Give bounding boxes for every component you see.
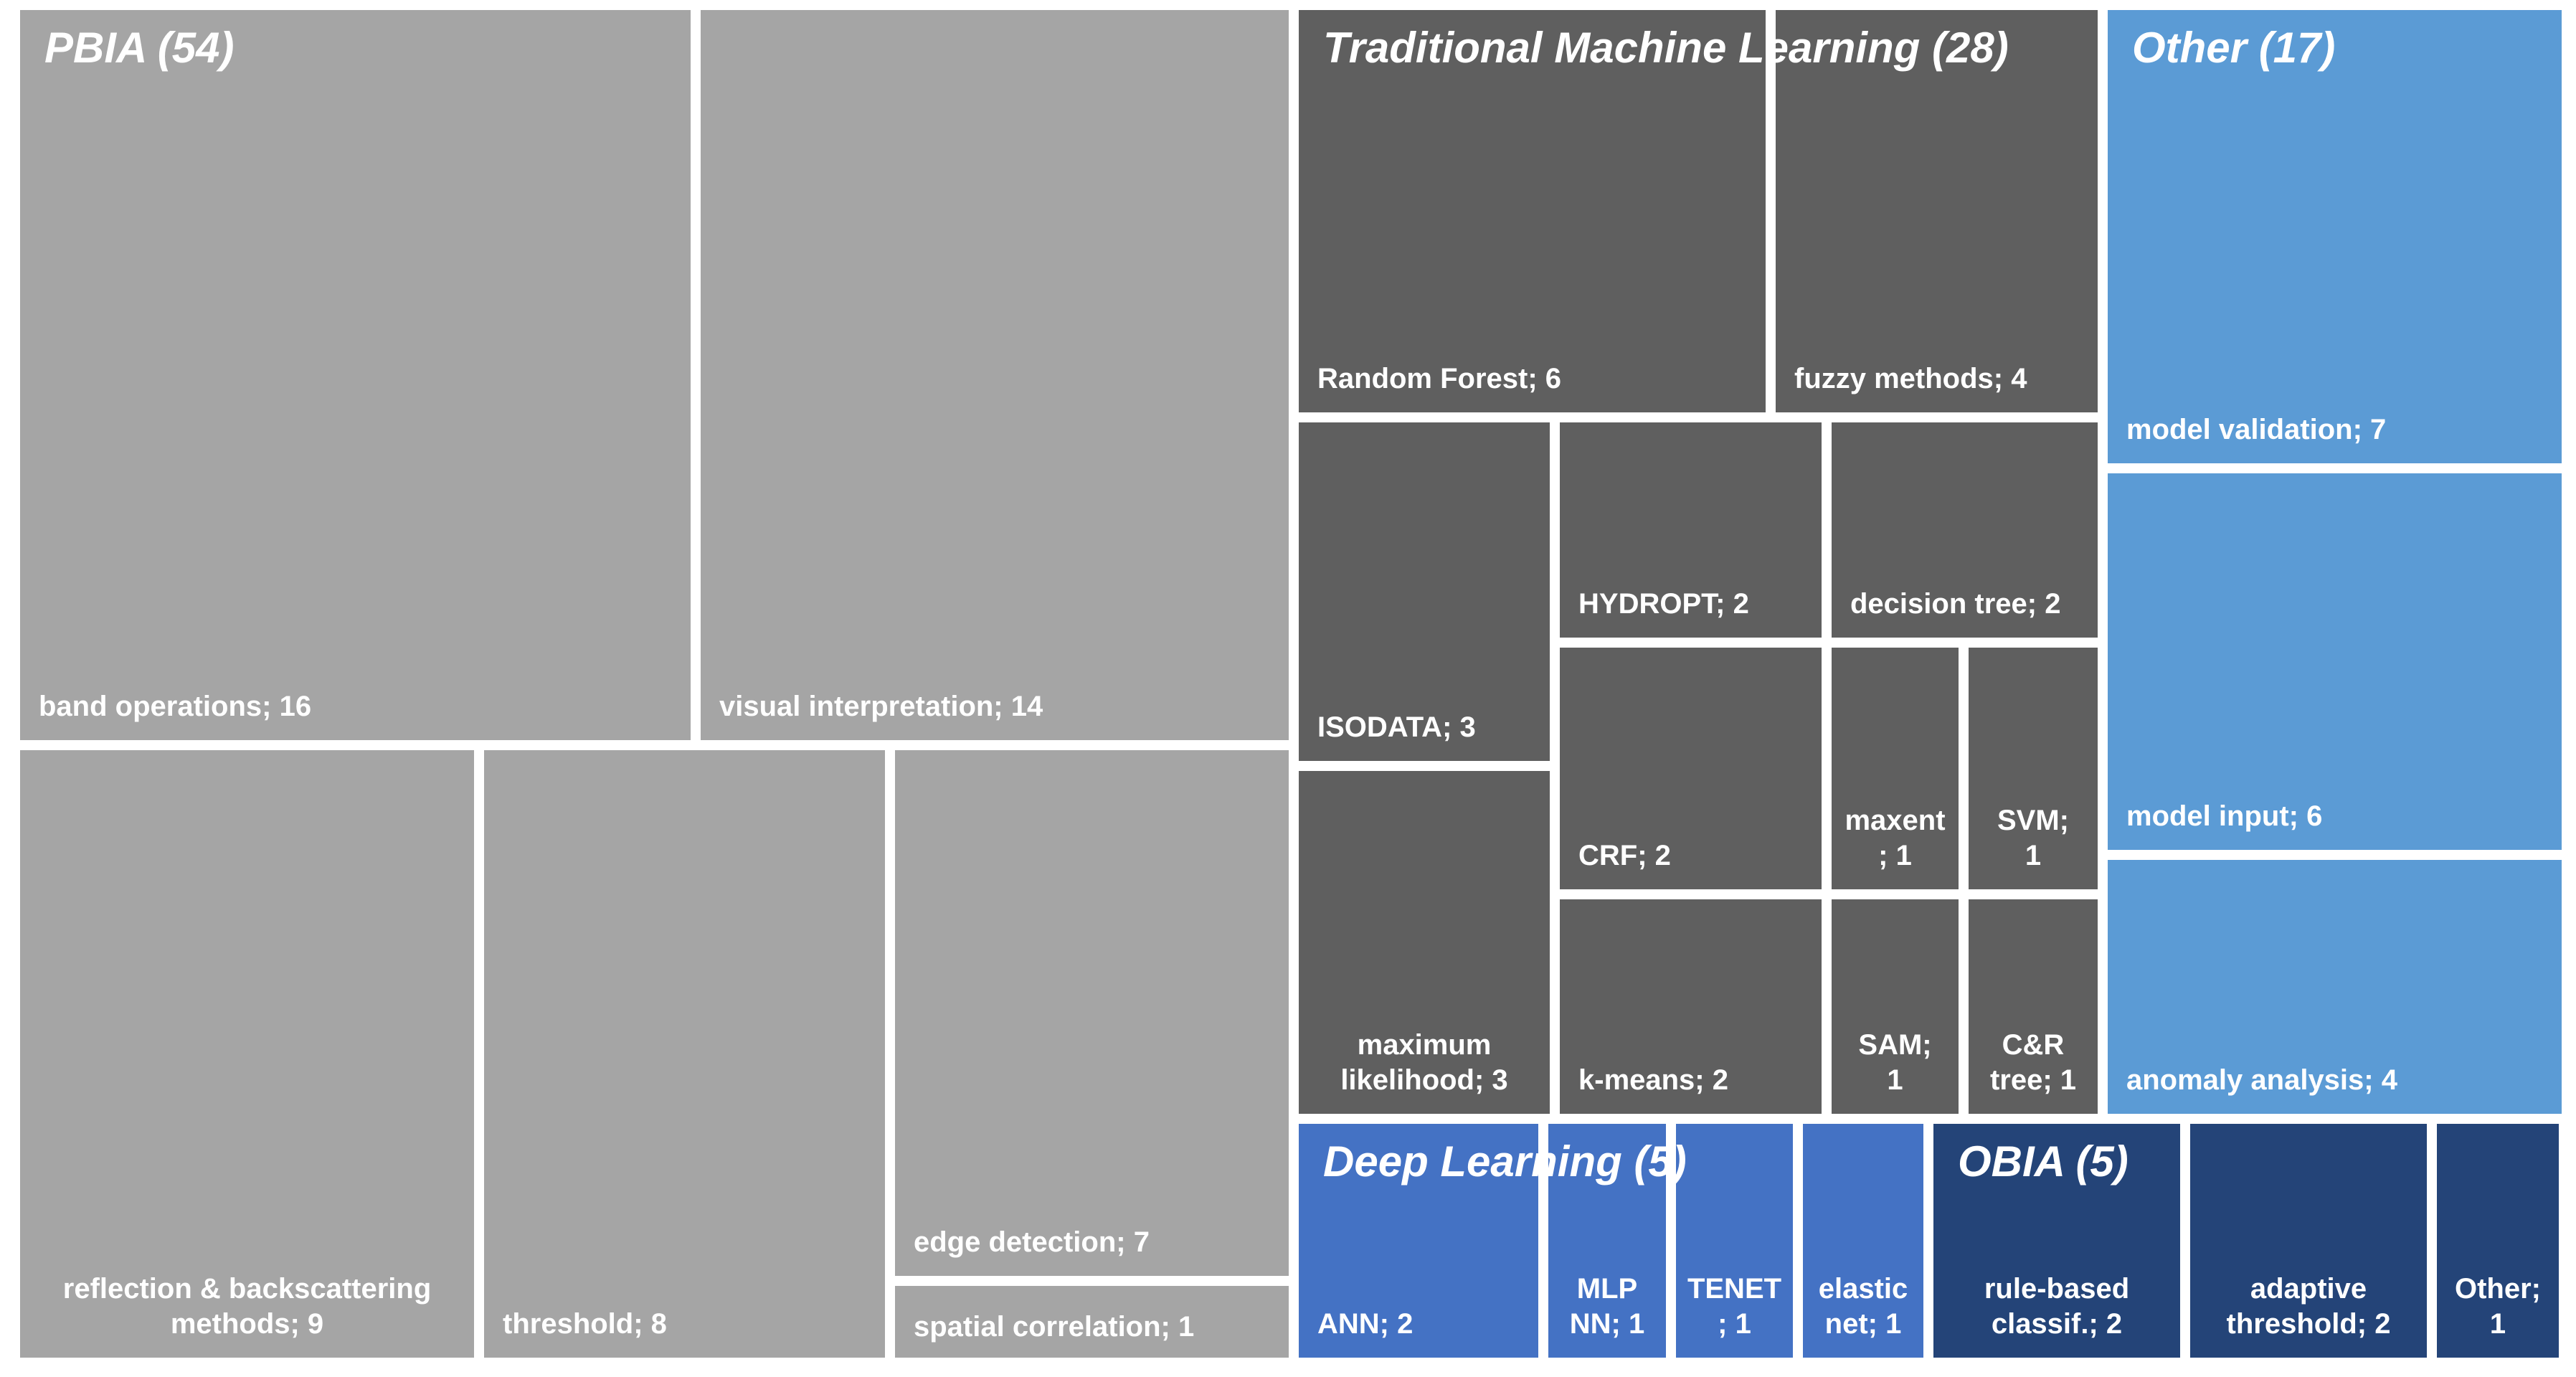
treemap-cell-model-validation: model validation; 7: [2108, 10, 2562, 463]
treemap-cell-random-forest: Random Forest; 6: [1299, 10, 1766, 412]
cell-label: CRF; 2: [1578, 840, 1671, 872]
treemap-cell-model-input: model input; 6: [2108, 473, 2562, 850]
cell-label: threshold; 8: [503, 1308, 667, 1340]
cell-label: elastic net; 1: [1818, 1273, 1908, 1340]
treemap-cell-maxent: maxent ; 1: [1832, 648, 1959, 889]
treemap-cell-obia-other: Other; 1: [2437, 1124, 2559, 1358]
cell-label: HYDROPT; 2: [1578, 588, 1749, 620]
treemap-cell-spatial-correlation: spatial correlation; 1: [895, 1286, 1289, 1358]
cell-label: rule-based classif.; 2: [1984, 1273, 2130, 1340]
cell-label: reflection & backscattering methods; 9: [62, 1273, 432, 1340]
treemap-cell-fuzzy-methods: fuzzy methods; 4: [1776, 10, 2098, 412]
cell-label: ISODATA; 3: [1317, 711, 1476, 744]
treemap-cell-cr-tree: C&R tree; 1: [1969, 899, 2098, 1114]
cell-label: adaptive threshold; 2: [2226, 1273, 2391, 1340]
treemap-cell-visual-interpretation: visual interpretation; 14: [701, 10, 1289, 740]
cell-label: Random Forest; 6: [1317, 363, 1562, 395]
cell-label: ANN; 2: [1317, 1308, 1414, 1340]
treemap-cell-maximum-likelihood: maximum likelihood; 3: [1299, 771, 1550, 1114]
treemap-cell-crf: CRF; 2: [1560, 648, 1822, 889]
treemap-cell-elastic-net: elastic net; 1: [1803, 1124, 1923, 1358]
cell-label: MLP NN; 1: [1569, 1273, 1645, 1340]
cell-label: maximum likelihood; 3: [1340, 1029, 1508, 1097]
treemap-cell-threshold: threshold; 8: [484, 750, 885, 1358]
treemap-cell-adaptive-threshold: adaptive threshold; 2: [2190, 1124, 2427, 1358]
cell-label: visual interpretation; 14: [719, 691, 1043, 723]
treemap-cell-svm: SVM; 1: [1969, 648, 2098, 889]
treemap-cell-edge-detection: edge detection; 7: [895, 750, 1289, 1276]
cell-label: band operations; 16: [39, 691, 312, 723]
cell-label: TENET ; 1: [1687, 1273, 1782, 1340]
cell-label: C&R tree; 1: [1989, 1029, 2077, 1097]
treemap-cell-anomaly-analysis: anomaly analysis; 4: [2108, 860, 2562, 1114]
treemap-cell-decision-tree: decision tree; 2: [1832, 422, 2098, 638]
treemap-cell-k-means: k-means; 2: [1560, 899, 1822, 1114]
cell-label: maxent ; 1: [1845, 805, 1946, 872]
treemap-cell-tenet: TENET ; 1: [1676, 1124, 1793, 1358]
treemap-cell-isodata: ISODATA; 3: [1299, 422, 1550, 761]
cell-label: edge detection; 7: [914, 1226, 1150, 1259]
treemap-cell-mlp-nn: MLP NN; 1: [1548, 1124, 1666, 1358]
cell-label: k-means; 2: [1578, 1064, 1728, 1097]
cell-label: SVM; 1: [1997, 805, 2069, 872]
cell-label: Other; 1: [2455, 1273, 2541, 1340]
treemap-cell-ann: ANN; 2: [1299, 1124, 1538, 1358]
cell-label: fuzzy methods; 4: [1794, 363, 2027, 395]
treemap-cell-band-operations: band operations; 16: [20, 10, 691, 740]
cell-label: model input; 6: [2126, 800, 2323, 833]
cell-label: anomaly analysis; 4: [2126, 1064, 2397, 1097]
treemap-cell-sam: SAM; 1: [1832, 899, 1959, 1114]
treemap-cell-reflection-backscattering: reflection & backscattering methods; 9: [20, 750, 474, 1358]
cell-label: SAM; 1: [1858, 1029, 1932, 1097]
treemap-cell-rule-based-classif: rule-based classif.; 2: [1933, 1124, 2180, 1358]
cell-label: decision tree; 2: [1850, 588, 2061, 620]
treemap-cell-hydropt: HYDROPT; 2: [1560, 422, 1822, 638]
cell-label: spatial correlation; 1: [914, 1311, 1195, 1343]
cell-label: model validation; 7: [2126, 414, 2387, 446]
